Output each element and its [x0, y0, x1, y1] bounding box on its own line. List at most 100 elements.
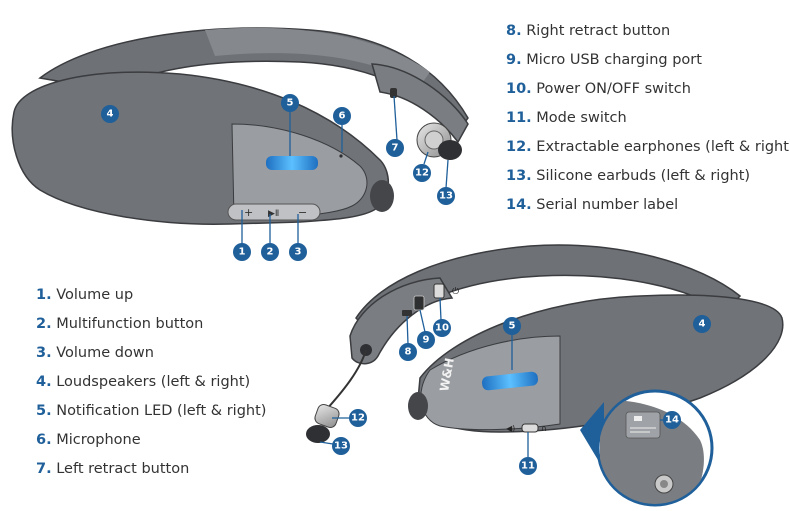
legend-number: 4. — [36, 374, 52, 390]
earbud-bottom — [306, 425, 330, 443]
legend-label: Left retract button — [56, 461, 190, 477]
legend-label: Power ON/OFF switch — [536, 81, 691, 97]
front-panel — [231, 123, 368, 219]
notification-led — [266, 156, 318, 170]
legend-label: Multifunction button — [56, 316, 204, 332]
legend-number: 11. — [506, 110, 532, 126]
earbud-top — [438, 140, 462, 160]
legend-item: 2. Multifunction button — [36, 310, 266, 339]
callout-badge: 10 — [433, 319, 451, 337]
mode-switch[interactable] — [521, 423, 539, 433]
power-switch[interactable] — [433, 283, 445, 299]
neckband-bottom — [355, 244, 742, 342]
legend-label: Silicone earbuds (left & right) — [536, 168, 751, 184]
callout-number: 7 — [392, 143, 399, 154]
legend-label: Serial number label — [536, 197, 679, 213]
legend-item: 6. Microphone — [36, 426, 266, 455]
legend-label: Volume up — [56, 287, 134, 303]
legend-number: 5. — [36, 403, 52, 419]
legend-number: 3. — [36, 345, 52, 361]
headphone-mode-icon: ∩ — [541, 424, 547, 433]
callout-badge: 8 — [399, 343, 417, 361]
callout-badge: 6 — [333, 107, 351, 125]
legend-label: Microphone — [56, 432, 141, 448]
multifunction-button[interactable]: ▶Ⅱ — [268, 209, 279, 219]
callout-badge: 3 — [289, 243, 307, 261]
legend-item: 3. Volume down — [36, 339, 266, 368]
serial-number-label — [625, 411, 661, 439]
power-icon: ⏻ — [452, 286, 459, 297]
callout-lines-bottom — [319, 297, 529, 457]
legend-label: Volume down — [56, 345, 154, 361]
legend-item: 1. Volume up — [36, 281, 266, 310]
callout-badge: 9 — [417, 331, 435, 349]
legend-item: 13. Silicone earbuds (left & right) — [506, 162, 790, 191]
earphone-cable — [325, 349, 367, 411]
legend-item: 14. Serial number label — [506, 191, 790, 220]
callout-badge: 5 — [503, 317, 521, 335]
legend-item: 11. Mode switch — [506, 104, 790, 133]
legend-item: 12. Extractable earphones (left & right) — [506, 133, 790, 162]
callout-number: 10 — [435, 323, 449, 334]
callout-number: 12 — [351, 413, 365, 424]
callout-badge: 11 — [519, 457, 537, 475]
callout-badge: 1 — [233, 243, 251, 261]
callout-number: 5 — [509, 321, 516, 332]
callout-number: 13 — [334, 441, 348, 452]
legend-item: 10. Power ON/OFF switch — [506, 75, 790, 104]
legend-left: 1. Volume up 2. Multifunction button 3. … — [36, 281, 266, 484]
microphone — [339, 154, 343, 158]
legend-number: 14. — [506, 197, 532, 213]
legend-item: 5. Notification LED (left & right) — [36, 397, 266, 426]
legend-number: 1. — [36, 287, 52, 303]
callout-number: 4 — [107, 109, 114, 120]
legend-label: Mode switch — [536, 110, 627, 126]
legend-number: 2. — [36, 316, 52, 332]
legend-number: 7. — [36, 461, 52, 477]
legend-label: Micro USB charging port — [526, 52, 702, 68]
legend-label: Loudspeakers (left & right) — [56, 374, 251, 390]
legend-item: 4. Loudspeakers (left & right) — [36, 368, 266, 397]
callout-number: 3 — [295, 247, 302, 258]
callout-number: 2 — [267, 247, 274, 258]
callouts-bottom: 4 5 8 9 10 11 12 13 — [332, 315, 711, 475]
callout-number: 12 — [415, 168, 429, 179]
callout-badge: 13 — [332, 437, 350, 455]
legend-label: Right retract button — [526, 23, 671, 39]
callout-number: 8 — [405, 347, 412, 358]
band-highlight — [205, 27, 430, 86]
end-cap — [370, 180, 394, 212]
legend-item: 8. Right retract button — [506, 17, 790, 46]
callout-number: 14 — [665, 415, 679, 426]
left-retract-button[interactable] — [390, 88, 397, 98]
callout-badge: 14 — [663, 411, 681, 429]
legend-number: 10. — [506, 81, 532, 97]
legend-label: Notification LED (left & right) — [56, 403, 267, 419]
legend-right: 8. Right retract button 9. Micro USB cha… — [506, 17, 790, 220]
callout-badge: 2 — [261, 243, 279, 261]
legend-number: 9. — [506, 52, 522, 68]
callout-lines-top — [241, 95, 449, 244]
legend-label: Extractable earphones (left & right) — [536, 139, 790, 155]
legend-number: 8. — [506, 23, 522, 39]
legend-number: 6. — [36, 432, 52, 448]
right-retract-button[interactable] — [402, 310, 412, 316]
micro-usb-port[interactable] — [413, 295, 425, 311]
callout-number: 5 — [287, 98, 294, 109]
callout-number: 13 — [439, 191, 453, 202]
callout-badge: 13 — [437, 187, 455, 205]
callout-number: 11 — [521, 461, 535, 472]
legend-number: 12. — [506, 139, 532, 155]
callout-badge: 4 — [101, 105, 119, 123]
end-cap-bottom — [408, 392, 428, 420]
callout-badge: 7 — [386, 139, 404, 157]
volume-up-button[interactable]: + — [244, 206, 253, 219]
callout-badge: 5 — [281, 94, 299, 112]
headset-top-view: + ▶Ⅱ − 4 5 6 7 12 13 1 — [11, 27, 469, 261]
headset-bottom-view: W&H ⏻ ◀) ∩ 4 5 8 9 — [306, 244, 784, 507]
brand-logo: W&H — [437, 357, 457, 393]
callout-badge: 12 — [349, 409, 367, 427]
volume-down-button[interactable]: − — [298, 206, 307, 219]
button-strip — [227, 203, 321, 221]
